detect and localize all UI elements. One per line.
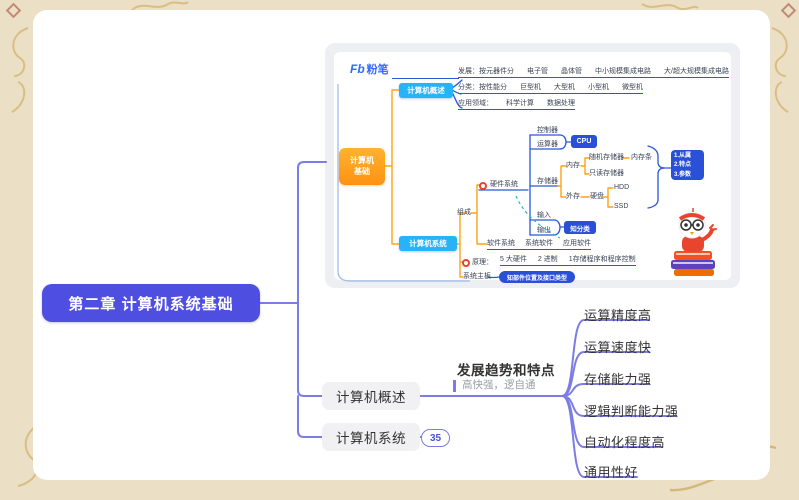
- mainboard-note-label: 知部件位置及接口类型: [506, 275, 567, 282]
- io-note-label: 知分类: [570, 225, 590, 233]
- development-chain: 发展：按元器件分 电子管 晶体管 中小规模集成电路 大/超大规模集成电路: [458, 68, 729, 78]
- hardware-label: 硬件系统: [490, 181, 518, 188]
- chain-item: 数据处理: [547, 100, 575, 107]
- chapter-title-node[interactable]: 第二章 计算机系统基础: [42, 284, 260, 322]
- mainboard-label: 系统主板: [463, 273, 491, 280]
- chain-item: 巨型机: [520, 84, 541, 91]
- feature-item[interactable]: 通用性好: [584, 465, 639, 480]
- ssd-label: SSD: [614, 203, 629, 210]
- chain-item: 大/超大规模集成电路: [664, 68, 729, 75]
- fenbi-logo-fb: Fb: [350, 62, 365, 76]
- ram-label: 随机存储器: [589, 154, 624, 161]
- target-icon: [479, 182, 487, 190]
- rom-label: 只读存储器: [589, 170, 624, 177]
- principle-label: 原理：: [472, 259, 493, 266]
- alu-label: 运算器: [537, 141, 558, 148]
- principle-chain: 5 大硬件 2 进制 1存储程序和程序控制: [500, 256, 636, 266]
- embed-overview-node: 计算机概述: [399, 83, 453, 98]
- chain-item: 晶体管: [561, 68, 582, 75]
- memory-label: 存储器: [537, 178, 558, 185]
- feature-item[interactable]: 运算速度快: [584, 340, 652, 355]
- memory-point: 1.从属: [674, 153, 692, 159]
- overview-node-label: 计算机概述: [336, 390, 406, 405]
- software-chain: 软件系统 系统软件 应用软件: [487, 240, 591, 250]
- corner-ornament-icon: [5, 2, 22, 19]
- chain-item: 大型机: [554, 84, 575, 91]
- application-chain: 应用领域： 科学计算 数据处理: [458, 100, 575, 110]
- embed-system-label: 计算机系统: [409, 239, 447, 248]
- overview-node[interactable]: 计算机概述: [322, 382, 420, 410]
- memory-points-box: 1.从属 2.特点 3.参数: [671, 150, 704, 180]
- corner-ornament-icon: [780, 2, 797, 19]
- hdd-label: HDD: [614, 184, 630, 191]
- feature-item[interactable]: 存储能力强: [584, 372, 652, 387]
- embed-root-line2: 基础: [354, 166, 370, 176]
- fenbi-logo-name: 粉笔: [366, 64, 389, 76]
- cpu-label: CPU: [576, 138, 592, 145]
- feature-item[interactable]: 逻辑判断能力强: [584, 404, 679, 419]
- chain-item: 中小规模集成电路: [595, 68, 651, 75]
- classification-chain: 分类：按性能分 巨型机 大型机 小型机 微型机: [458, 84, 643, 94]
- memory-point: 2.特点: [674, 162, 692, 169]
- mainboard-note-box: 知部件位置及接口类型: [499, 271, 575, 283]
- disk-label: 硬盘: [590, 193, 604, 200]
- chapter-title-label: 第二章 计算机系统基础: [68, 295, 234, 313]
- chain-item: 系统软件: [525, 240, 553, 247]
- chain-item: 发展：按元器件分: [458, 68, 514, 75]
- chain-item: 5 大硬件: [500, 256, 527, 263]
- trend-note: 高快强，逻自通: [453, 379, 536, 392]
- target-icon: [462, 259, 470, 267]
- embed-root-line1: 计算机: [350, 156, 374, 166]
- ram-note-label: 内存条: [631, 154, 652, 161]
- compose-label: 组成: [457, 209, 471, 216]
- chain-item: 2 进制: [537, 256, 558, 263]
- external-memory-label: 外存: [566, 193, 580, 200]
- system-node-label: 计算机系统: [336, 431, 406, 446]
- controller-label: 控制器: [537, 127, 558, 134]
- embed-root-node: 计算机 基础: [339, 148, 385, 185]
- chain-item: 微型机: [622, 84, 643, 91]
- gold-flourish-icon: [771, 27, 789, 113]
- output-label: 输出: [537, 227, 551, 234]
- trend-node[interactable]: 发展趋势和特点: [457, 363, 555, 378]
- chain-item: 应用软件: [563, 240, 591, 247]
- io-note-box: 知分类: [564, 221, 596, 234]
- chain-item: 小型机: [588, 84, 609, 91]
- fenbi-mascot-icon: [671, 208, 717, 276]
- system-node[interactable]: 计算机系统: [322, 423, 420, 451]
- embed-system-node: 计算机系统: [399, 236, 457, 251]
- chain-item: 电子管: [527, 68, 548, 75]
- feature-item[interactable]: 运算精度高: [584, 308, 652, 323]
- embed-overview-label: 计算机概述: [407, 86, 445, 95]
- branch-line: [392, 77, 459, 79]
- chain-item: 科学计算: [506, 100, 534, 107]
- gold-flourish-icon: [11, 27, 29, 113]
- internal-memory-label: 内存: [566, 162, 580, 169]
- chain-item: 1存储程序和程序控制: [568, 256, 636, 263]
- chain-item: 软件系统: [487, 240, 515, 247]
- chain-item: 分类：按性能分: [458, 84, 507, 91]
- chain-item: 应用领域：: [458, 100, 493, 107]
- input-label: 输入: [537, 212, 551, 219]
- feature-item[interactable]: 自动化程度高: [584, 435, 666, 450]
- memory-point: 3.参数: [674, 171, 692, 178]
- system-count-badge[interactable]: 35: [421, 429, 450, 447]
- cpu-box: CPU: [571, 135, 597, 148]
